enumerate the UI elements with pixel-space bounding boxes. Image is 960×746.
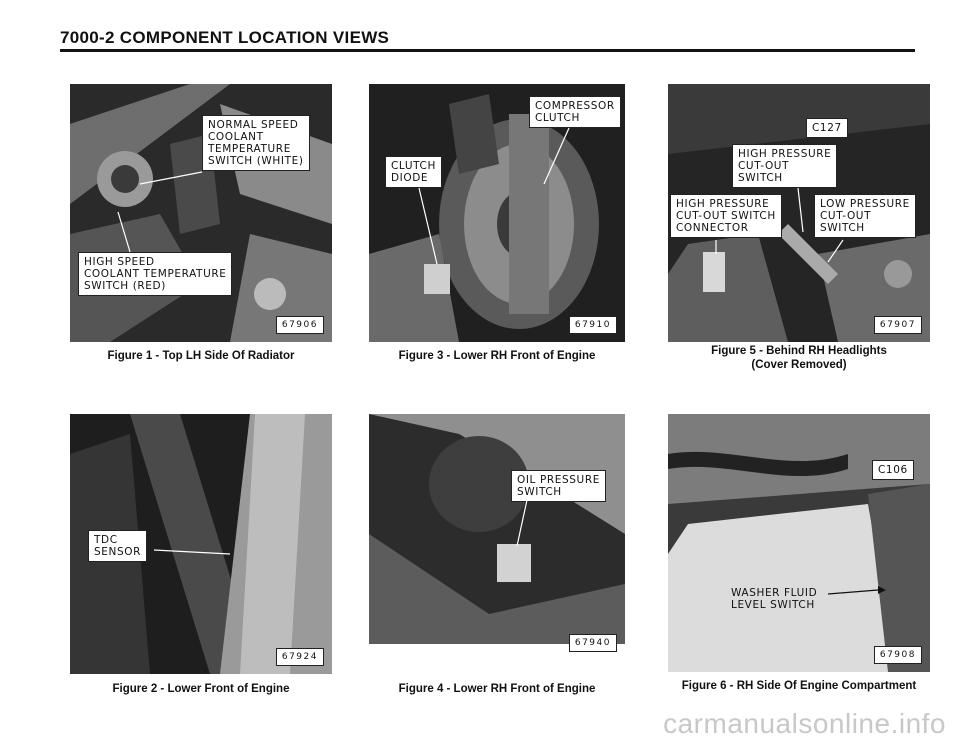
figure-6-callout-c106: C106 <box>872 460 914 480</box>
figure-1-caption: Figure 1 - Top LH Side Of Radiator <box>107 350 295 362</box>
figure-5-callout-low-pressure-switch: LOW PRESSURE CUT-OUT SWITCH <box>814 194 916 238</box>
figure-3-caption: Figure 3 - Lower RH Front of Engine <box>398 350 596 362</box>
figure-6-caption: Figure 6 - RH Side Of Engine Compartment <box>681 680 917 692</box>
figure-4-callout-oil-pressure-switch: OIL PRESSURE SWITCH <box>511 470 606 502</box>
page-header: 7000-2 COMPONENT LOCATION VIEWS <box>60 28 915 52</box>
figure-3-callout-compressor-clutch: COMPRESSOR CLUTCH <box>529 96 621 128</box>
figure-3-photo-id: 67910 <box>568 316 617 334</box>
figure-2-caption: Figure 2 - Lower Front of Engine <box>112 683 290 695</box>
page-title: 7000-2 COMPONENT LOCATION VIEWS <box>60 28 390 47</box>
figure-2-photo-id: 67924 <box>275 648 324 666</box>
figure-5-callout-high-pressure-switch: HIGH PRESSURE CUT-OUT SWITCH <box>732 144 838 188</box>
figure-4-photo: OIL PRESSURE SWITCH 67940 <box>369 414 625 674</box>
figure-6-callout-washer-fluid-switch: WASHER FLUID LEVEL SWITCH <box>731 587 818 611</box>
figure-4-photo-id: 67940 <box>568 634 617 652</box>
watermark: carmanualsonline.info <box>663 708 946 739</box>
figure-2-image <box>70 414 332 674</box>
figure-5-caption-line-1: Figure 5 - Behind RH Headlights <box>711 345 887 357</box>
figure-6-photo-id: 67908 <box>873 646 922 664</box>
figure-4-caption: Figure 4 - Lower RH Front of Engine <box>398 683 596 695</box>
figure-5-caption-line-2: (Cover Removed) <box>751 359 847 371</box>
figure-5-callout-high-pressure-connector: HIGH PRESSURE CUT-OUT SWITCH CONNECTOR <box>670 194 782 238</box>
figure-5-photo: C127 HIGH PRESSURE CUT-OUT SWITCH HIGH P… <box>668 84 930 342</box>
figure-3-callout-clutch-diode: CLUTCH DIODE <box>385 156 442 188</box>
header-rule <box>60 49 915 52</box>
figure-6-photo: C106 WASHER FLUID LEVEL SWITCH 67908 <box>668 414 930 672</box>
figure-4-image <box>369 414 625 674</box>
figure-1-callout-high-speed-switch: HIGH SPEED COOLANT TEMPERATURE SWITCH (R… <box>78 252 233 296</box>
figure-1-callout-normal-speed-switch: NORMAL SPEED COOLANT TEMPERATURE SWITCH … <box>202 115 310 171</box>
figure-5-photo-id: 67907 <box>873 316 922 334</box>
figure-2-photo: TDC SENSOR 67924 <box>70 414 332 674</box>
figure-3-photo: COMPRESSOR CLUTCH CLUTCH DIODE 67910 <box>369 84 625 342</box>
figure-1-photo-id: 67906 <box>275 316 324 334</box>
figure-2-callout-tdc-sensor: TDC SENSOR <box>88 530 147 562</box>
figure-5-callout-c127: C127 <box>806 118 848 138</box>
figure-5-caption: Figure 5 - Behind RH Headlights (Cover R… <box>668 344 930 372</box>
figure-6-image <box>668 414 930 672</box>
figure-1-photo: NORMAL SPEED COOLANT TEMPERATURE SWITCH … <box>70 84 332 342</box>
